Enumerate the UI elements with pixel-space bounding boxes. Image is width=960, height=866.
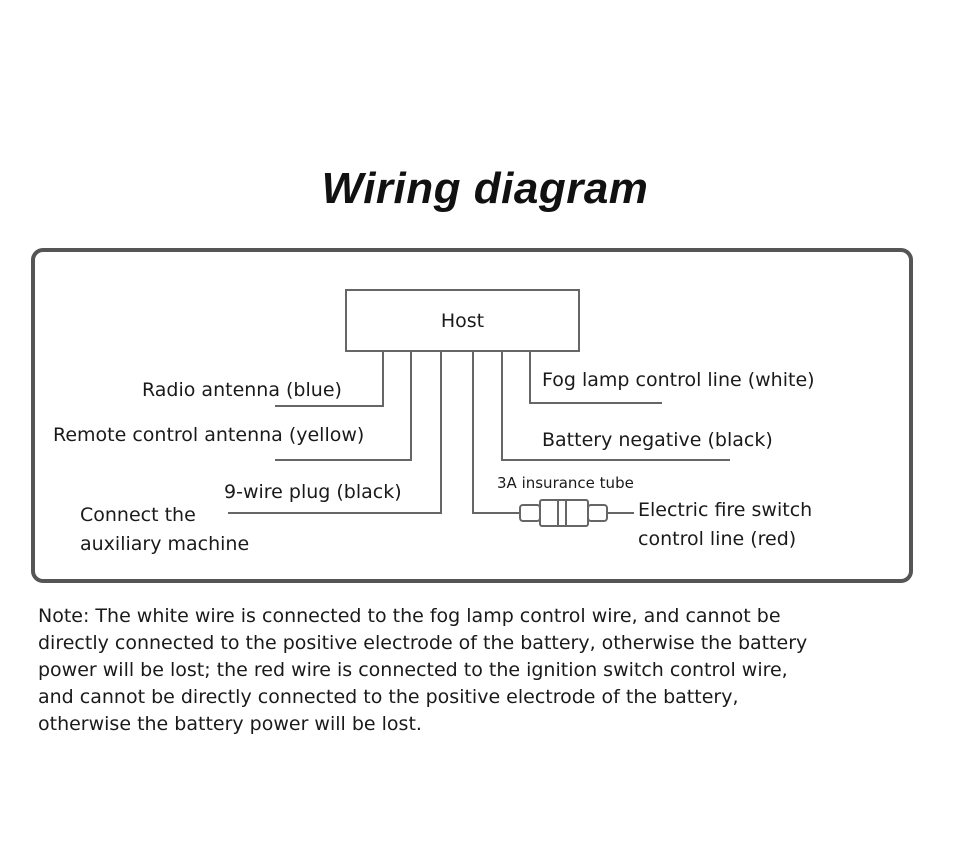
host-label: Host: [440, 310, 485, 332]
electric-fire-label-line2: control line (red): [638, 528, 797, 550]
nine-wire-plug-wire: [228, 351, 442, 514]
fuse-label: 3A insurance tube: [497, 474, 634, 492]
note-line: directly connected to the positive elect…: [38, 632, 808, 654]
host-box: [345, 289, 580, 352]
remote-control-antenna-wire: [275, 351, 412, 461]
diagram-frame: [31, 248, 913, 583]
battery-negative-label: Battery negative (black): [542, 429, 773, 451]
nine-wire-plug-label: 9-wire plug (black): [224, 481, 402, 503]
radio-antenna-label: Radio antenna (blue): [142, 379, 342, 401]
diagram-title: Wiring diagram: [321, 164, 649, 213]
note-text: Note: The white wire is connected to the…: [38, 603, 918, 738]
auxiliary-label-line1: Connect the: [80, 504, 196, 526]
note-line: otherwise the battery power will be lost…: [38, 713, 422, 735]
fuse-icon: [519, 499, 608, 527]
note-line: and cannot be directly connected to the …: [38, 686, 739, 708]
fog-lamp-label: Fog lamp control line (white): [542, 369, 815, 391]
electric-fire-label-line1: Electric fire switch: [638, 499, 813, 521]
auxiliary-label-line2: auxiliary machine: [80, 533, 250, 555]
battery-negative-wire: [501, 351, 730, 461]
fog-lamp-wire: [529, 351, 662, 404]
note-line: power will be lost; the red wire is conn…: [38, 659, 788, 681]
remote-control-antenna-label: Remote control antenna (yellow): [53, 424, 365, 446]
note-line: Note: The white wire is connected to the…: [38, 605, 781, 627]
radio-antenna-wire: [275, 351, 384, 407]
electric-fire-wire: [472, 351, 520, 514]
